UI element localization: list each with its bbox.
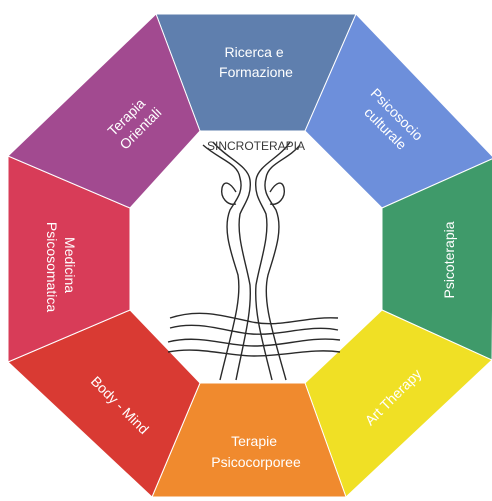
label-medicina-line1: Medicina <box>62 237 78 293</box>
label-psicoterapia: Psicoterapia <box>441 221 457 298</box>
center-octagon <box>130 131 382 383</box>
sincroterapia-emblem <box>167 141 341 381</box>
label-ricerca-line1: Ricerca e <box>224 44 283 60</box>
label-ricerca-line2: Formazione <box>219 64 293 80</box>
label-medicina-line2: Psicosomatica <box>44 222 60 312</box>
label-terapie-psicocorporee: Terapie Psicocorporee <box>211 433 301 470</box>
label-psicoterapia-line1: Psicoterapia <box>441 221 457 298</box>
label-terapie-line1: Terapie <box>231 433 277 449</box>
center-title: SINCROTERAPIA <box>207 139 305 153</box>
label-medicina-psicosomatica: Medicina Psicosomatica <box>44 222 78 312</box>
label-ricerca: Ricerca e Formazione <box>219 44 293 80</box>
label-terapie-line2: Psicocorporee <box>211 454 301 470</box>
